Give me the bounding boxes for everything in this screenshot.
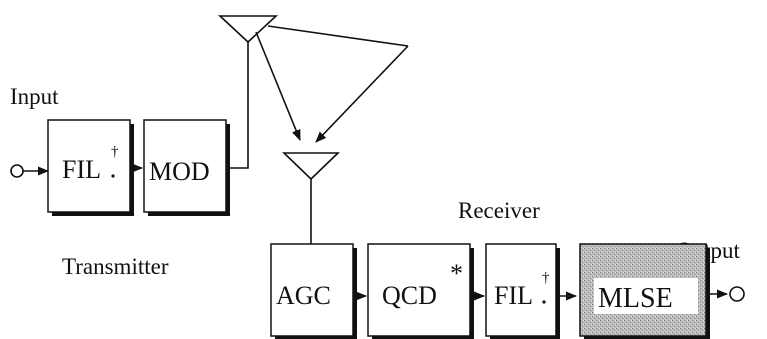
- reflected-path-in: [315, 45, 409, 143]
- receiver-label: Receiver: [458, 198, 540, 223]
- rx-filter-block: FIL †: [485, 243, 560, 339]
- transmit-antenna-icon: [217, 15, 279, 44]
- mod-to-antenna-line: [226, 40, 249, 169]
- transmitter-label: Transmitter: [62, 254, 169, 279]
- rx-filter-mark: †: [542, 270, 550, 286]
- receive-antenna-icon: [282, 152, 340, 181]
- agc-block: AGC: [270, 243, 357, 339]
- tx-filter-block: FIL †: [47, 119, 134, 216]
- agc-text: AGC: [276, 281, 331, 310]
- mlse-text: MLSE: [598, 283, 673, 314]
- output-terminal-icon: [729, 286, 745, 302]
- mlse-block: MLSE: [579, 243, 710, 339]
- qcd-mark: *: [450, 259, 463, 288]
- tx-filter-text: FIL: [62, 155, 101, 184]
- qcd-block: QCD *: [367, 243, 474, 339]
- direct-path-arrow: [255, 31, 301, 142]
- rx-filter-text: FIL: [494, 281, 533, 310]
- reflected-path-out: [267, 25, 409, 47]
- input-label: Input: [10, 84, 59, 109]
- modulator-block: MOD: [143, 119, 230, 216]
- qcd-text: QCD: [382, 281, 437, 310]
- tx-filter-mark: †: [111, 144, 119, 160]
- modulator-text: MOD: [149, 157, 210, 186]
- input-terminal-icon: [10, 164, 24, 178]
